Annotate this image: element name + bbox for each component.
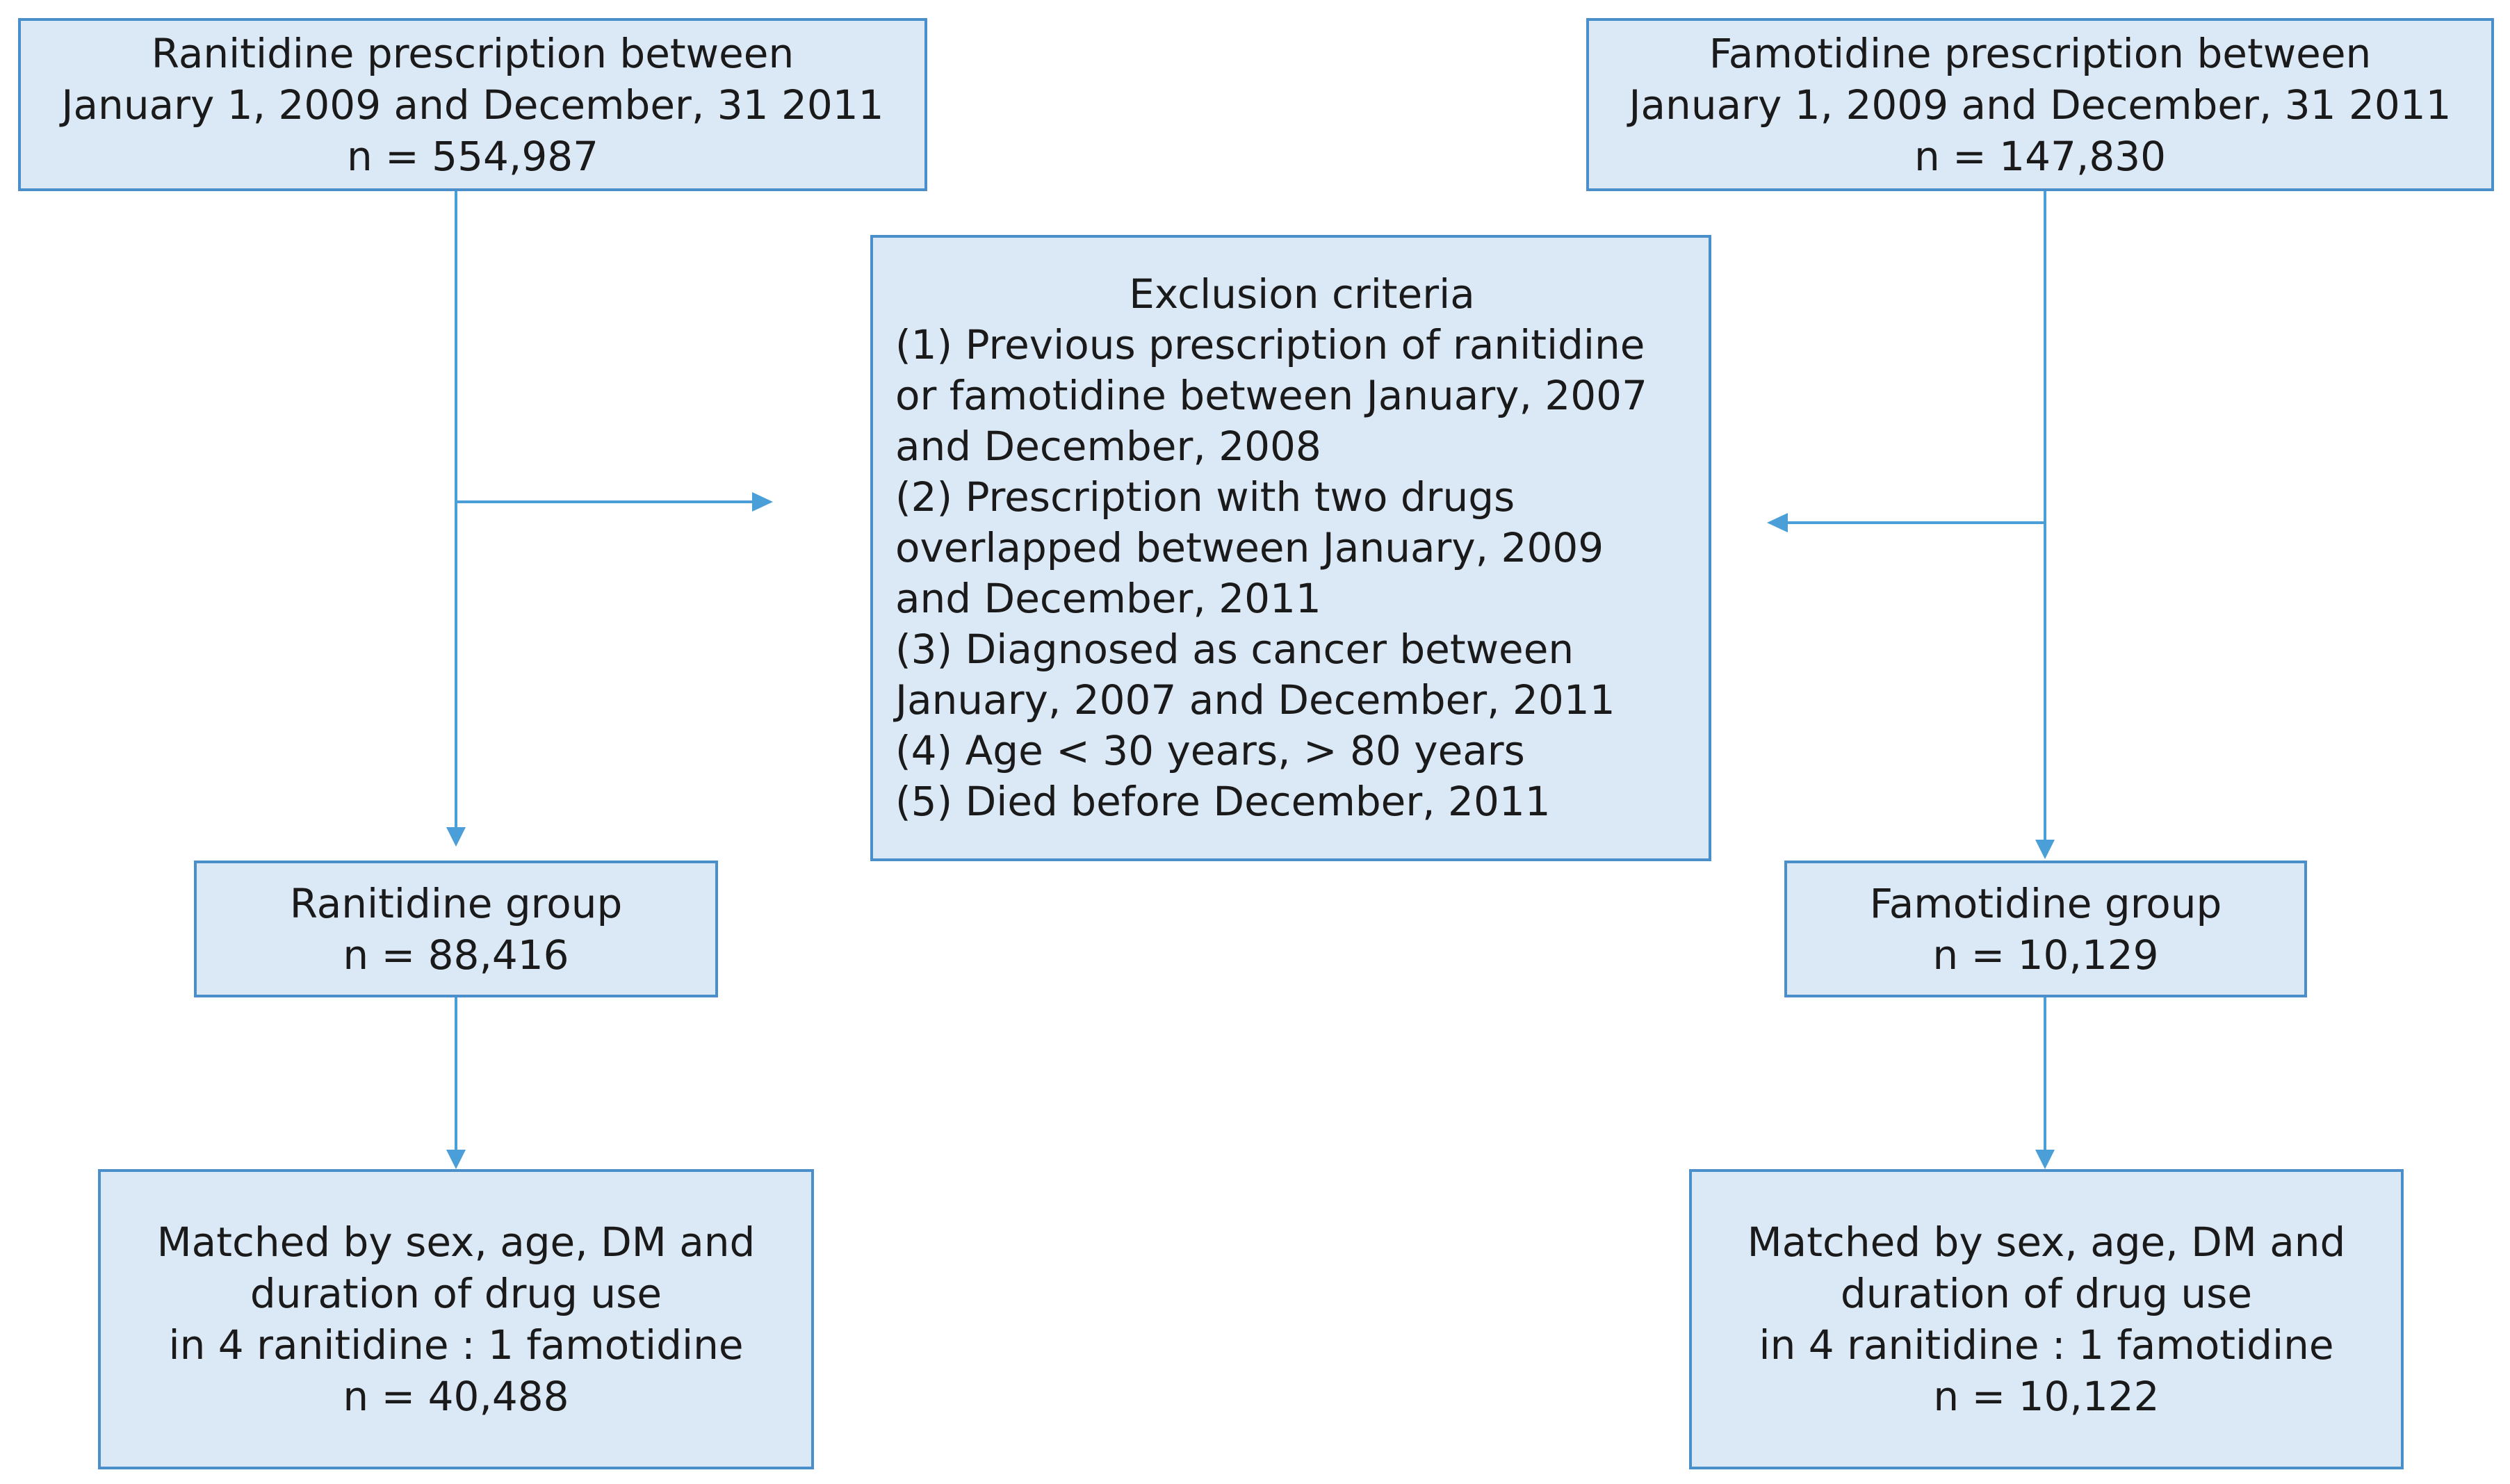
- ranitidine-matched-line-3: in 4 ranitidine : 1 famotidine: [168, 1321, 744, 1369]
- exclusion-criterion-line: and December, 2011: [895, 575, 1321, 622]
- famotidine-prescription-line-1: Famotidine prescription between: [1709, 29, 2372, 77]
- ranitidine-group-box: Ranitidine group n = 88,416: [194, 861, 718, 997]
- famotidine-prescription-line-2: January 1, 2009 and December, 31 2011: [1629, 81, 2452, 129]
- famotidine-group-label: Famotidine group: [1869, 879, 2222, 927]
- ranitidine-prescription-box: Ranitidine prescription between January …: [18, 18, 927, 191]
- arrowhead-famotidine-exclusion: [1767, 513, 1788, 532]
- famotidine-prescription-box: Famotidine prescription between January …: [1586, 18, 2494, 191]
- ranitidine-prescription-line-1: Ranitidine prescription between: [151, 29, 794, 77]
- famotidine-group-box: Famotidine group n = 10,129: [1784, 861, 2307, 997]
- arrowhead-ranitidine-exclusion: [752, 492, 773, 512]
- famotidine-matched-box: Matched by sex, age, DM and duration of …: [1689, 1169, 2404, 1469]
- ranitidine-prescription-count: n = 554,987: [346, 132, 599, 180]
- exclusion-criterion-line: or famotidine between January, 2007: [895, 372, 1647, 419]
- arrowhead-famotidine-group: [2035, 840, 2055, 859]
- exclusion-criteria-title: Exclusion criteria: [1129, 270, 1475, 318]
- famotidine-group-count: n = 10,129: [1932, 931, 2159, 979]
- arrowhead-ranitidine-group: [446, 827, 466, 847]
- famotidine-matched-count: n = 10,122: [1933, 1373, 2160, 1420]
- famotidine-matched-line-2: duration of drug use: [1840, 1270, 2253, 1317]
- ranitidine-matched-count: n = 40,488: [343, 1373, 569, 1420]
- famotidine-matched-line-1: Matched by sex, age, DM and: [1747, 1218, 2346, 1266]
- exclusion-criterion-line: (4) Age < 30 years, > 80 years: [895, 727, 1525, 774]
- ranitidine-matched-box: Matched by sex, age, DM and duration of …: [98, 1169, 814, 1469]
- ranitidine-matched-line-1: Matched by sex, age, DM and: [156, 1218, 756, 1266]
- exclusion-criterion-line: January, 2007 and December, 2011: [895, 676, 1615, 724]
- famotidine-matched-line-3: in 4 ranitidine : 1 famotidine: [1759, 1321, 2334, 1369]
- exclusion-criterion-line: and December, 2008: [895, 423, 1321, 470]
- exclusion-criteria-box: Exclusion criteria (1) Previous prescrip…: [870, 235, 1711, 861]
- exclusion-criterion-line: (3) Diagnosed as cancer between: [895, 626, 1574, 673]
- arrowhead-famotidine-matched: [2035, 1150, 2055, 1169]
- arrowhead-ranitidine-matched: [446, 1150, 466, 1169]
- ranitidine-prescription-line-2: January 1, 2009 and December, 31 2011: [61, 81, 884, 129]
- ranitidine-group-count: n = 88,416: [343, 931, 569, 979]
- exclusion-criterion-line: overlapped between January, 2009: [895, 524, 1604, 571]
- ranitidine-matched-line-2: duration of drug use: [250, 1270, 662, 1317]
- famotidine-prescription-count: n = 147,830: [1914, 132, 2167, 180]
- exclusion-criterion-line: (2) Prescription with two drugs: [895, 473, 1515, 521]
- exclusion-criterion-line: (1) Previous prescription of ranitidine: [895, 321, 1645, 368]
- exclusion-criterion-line: (5) Died before December, 2011: [895, 778, 1551, 825]
- ranitidine-group-label: Ranitidine group: [289, 879, 623, 927]
